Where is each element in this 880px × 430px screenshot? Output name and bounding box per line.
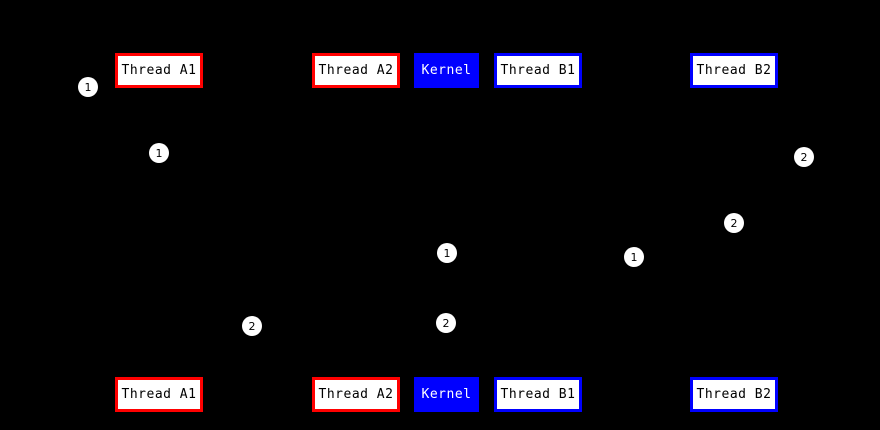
lifeline — [446, 88, 447, 377]
lifeline — [159, 88, 160, 377]
participant-box-top[interactable]: Thread A1 — [115, 53, 203, 88]
participant-box-bottom[interactable]: Thread B1 — [494, 377, 582, 412]
participant-box-bottom[interactable]: Kernel — [414, 377, 479, 412]
participant-box-bottom[interactable]: Thread B2 — [690, 377, 778, 412]
step-marker: 2 — [242, 316, 262, 336]
step-marker: 2 — [436, 313, 456, 333]
step-marker: 2 — [794, 147, 814, 167]
message-arrow — [446, 320, 735, 326]
step-marker: 1 — [149, 143, 169, 163]
participant-box-top[interactable]: Thread B2 — [690, 53, 778, 88]
lifeline — [538, 88, 539, 377]
participant-box-top[interactable]: Thread A2 — [312, 53, 400, 88]
participant-box-bottom[interactable]: Thread A1 — [115, 377, 203, 412]
step-marker: 1 — [624, 247, 644, 267]
step-marker: 1 — [78, 77, 98, 97]
participant-box-top[interactable]: Thread B1 — [494, 53, 582, 88]
message-arrow — [446, 250, 539, 256]
participant-box-bottom[interactable]: Thread A2 — [312, 377, 400, 412]
participant-box-top[interactable]: Kernel — [414, 53, 479, 88]
message-arrow — [159, 150, 357, 156]
lifeline — [356, 88, 357, 377]
step-marker: 2 — [724, 213, 744, 233]
step-marker: 1 — [437, 243, 457, 263]
